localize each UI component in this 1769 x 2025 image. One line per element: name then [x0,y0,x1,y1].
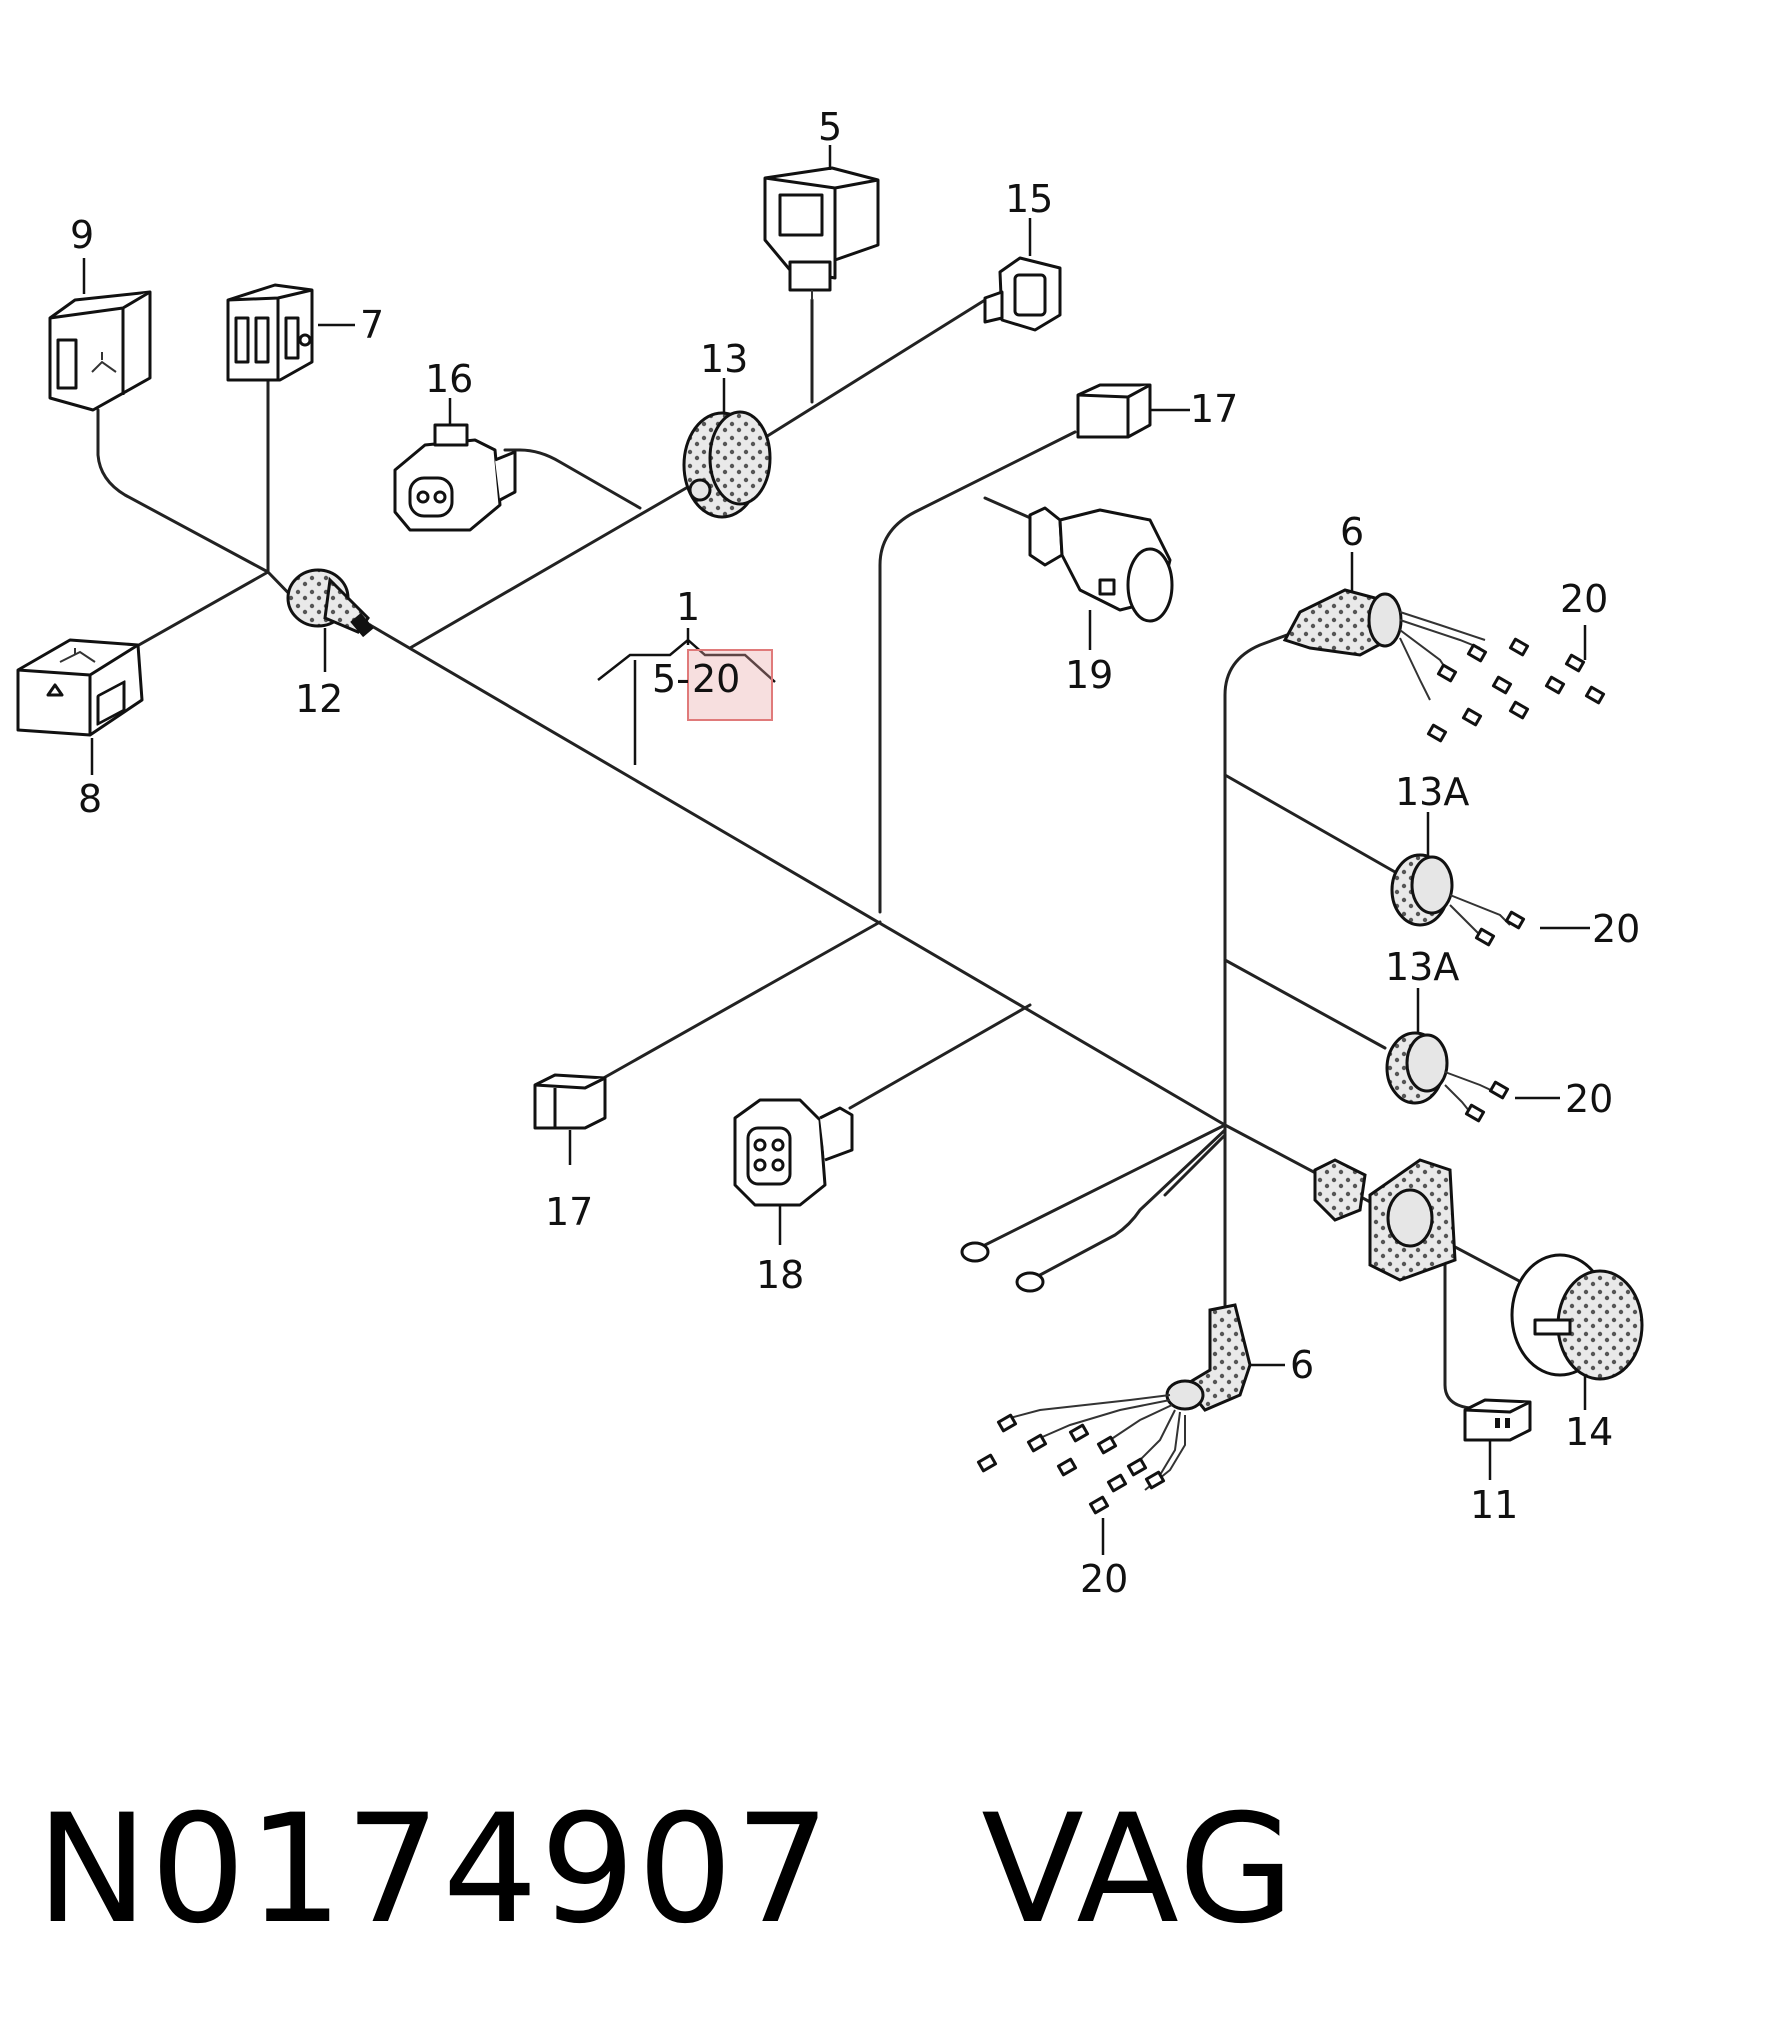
connector-16 [393,423,517,532]
spade-terminals-top [1426,637,1606,743]
wiring-harness-diagram: 9 7 8 12 13 16 5 15 17 19 1 5- 20 6 20 1… [16,105,1644,1601]
grommet-large [1313,1158,1457,1282]
ring-wire-2 [1038,1128,1227,1277]
callout-6-top: 6 [1340,510,1364,554]
callout-17-top: 17 [1190,387,1238,431]
ring-wire-3 [1163,1133,1227,1197]
connector-15 [983,256,1062,332]
callout-7: 7 [360,303,384,347]
connector-18 [733,1098,854,1207]
wire-13-to-15 [743,298,987,452]
wire-right-vertical [1223,630,1297,1127]
callout-5-range: 5- [652,657,690,701]
sensor-19 [1028,506,1174,623]
callout-19: 19 [1065,653,1113,697]
callout-15: 15 [1005,177,1053,221]
wire-to-18 [848,1003,1032,1110]
callout-1: 1 [676,585,700,629]
wire-to-17-bottom [598,920,882,1082]
callout-9: 9 [70,213,94,257]
wire-to-13 [408,478,702,650]
part-number-footer: N0174907 VAG [36,1783,1297,1957]
connector-7 [226,283,314,382]
callout-17-bottom: 17 [545,1190,593,1234]
grommet-12 [286,568,374,638]
callout-11: 11 [1470,1483,1518,1527]
callout-20-range: 20 [692,657,740,701]
callout-12: 12 [295,677,343,721]
ring-terminals [960,1241,1045,1293]
harness-wires [96,298,1557,1412]
callout-13a-lower: 13A [1385,945,1459,989]
wire-to-8 [128,570,270,652]
grommet-13 [682,410,772,519]
callout-20-top: 20 [1560,577,1608,621]
callout-6-lower: 6 [1290,1343,1314,1387]
connector-17-top [1076,383,1152,439]
callout-14: 14 [1565,1410,1613,1454]
wire-to-19 [983,496,1037,522]
wire-to-9 [96,408,270,574]
wire-to-13a-2 [1223,958,1387,1050]
wire-to-13a-1 [1223,773,1397,874]
connector-17-bottom [533,1073,607,1130]
wire-to-17-top [878,430,1077,914]
wire-to-16 [503,448,642,510]
grommet-13a-lower [1385,1031,1510,1123]
callout-20-bottom: 20 [1080,1557,1128,1601]
connector-9 [48,290,152,412]
connector-8 [16,638,144,737]
connector-5 [763,166,880,300]
grommet-13a-upper [1390,853,1526,947]
callout-20-mid-2: 20 [1565,1077,1613,1121]
callout-13a-upper: 13A [1395,770,1469,814]
highlight-box [687,649,773,721]
grommet-6-lower [1009,1303,1252,1491]
callout-8: 8 [78,777,102,821]
callout-20-mid-1: 20 [1592,907,1640,951]
callout-18: 18 [756,1253,804,1297]
callout-16: 16 [425,357,473,401]
callout-labels: 9 7 8 12 13 16 5 15 17 19 1 5- 20 6 20 1… [70,105,1640,1601]
connector-11 [1463,1398,1532,1442]
grommet-6-top [1282,588,1486,701]
callout-13: 13 [700,337,748,381]
callout-5-top: 5 [818,105,842,149]
spade-terminals-lower [976,1413,1166,1515]
ring-wire-1 [983,1123,1227,1247]
connector-14 [1510,1253,1644,1381]
leader-lines [82,145,1590,1555]
